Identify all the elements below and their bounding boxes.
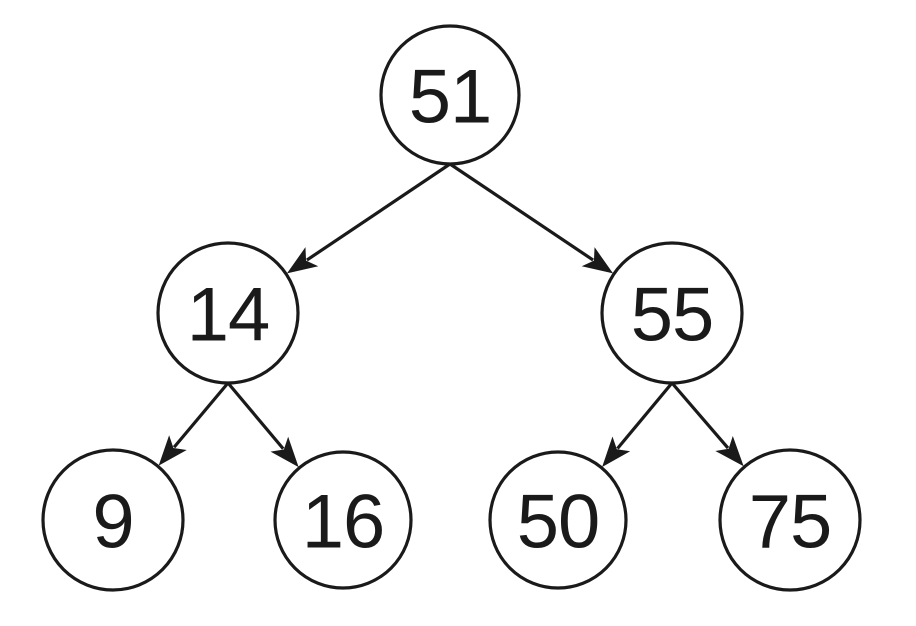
node-circle[interactable]	[156, 241, 300, 385]
tree-edge	[158, 381, 230, 466]
tree-edge	[670, 381, 744, 467]
edge-line	[172, 381, 230, 449]
node-label: 9	[92, 480, 133, 565]
node-label: 50	[517, 480, 600, 565]
edge-line	[226, 381, 285, 450]
edge-arrowhead-icon	[581, 247, 614, 274]
node-circle[interactable]	[718, 448, 862, 592]
node-circle[interactable]	[273, 450, 413, 590]
node-label: 16	[302, 480, 385, 565]
node-circle[interactable]	[41, 448, 185, 592]
tree-node[interactable]: 9	[41, 448, 185, 592]
node-label: 55	[631, 273, 714, 358]
tree-edge	[602, 381, 674, 467]
node-circle[interactable]	[379, 24, 521, 166]
edge-arrowhead-icon	[286, 247, 319, 274]
tree-edge	[226, 381, 299, 468]
node-layer: 51 14 55 9 16 50 75	[41, 24, 862, 592]
edge-arrowhead-icon	[158, 435, 187, 466]
edge-arrowhead-icon	[270, 436, 299, 468]
node-label: 14	[187, 273, 270, 358]
tree-node[interactable]: 50	[488, 450, 628, 590]
edge-arrowhead-icon	[602, 436, 631, 467]
edge-line	[670, 381, 730, 450]
tree-node[interactable]: 55	[600, 241, 744, 385]
tree-node[interactable]: 75	[718, 448, 862, 592]
node-label: 51	[409, 55, 492, 140]
node-label: 75	[749, 480, 832, 565]
edge-line	[305, 162, 451, 262]
edge-layer	[158, 162, 744, 468]
node-circle[interactable]	[488, 450, 628, 590]
tree-node[interactable]: 14	[156, 241, 300, 385]
tree-edge	[449, 162, 614, 274]
node-circle[interactable]	[600, 241, 744, 385]
edge-arrowhead-icon	[715, 435, 744, 467]
edge-line	[616, 381, 674, 450]
tree-edge	[286, 162, 451, 274]
edge-line	[449, 162, 595, 262]
tree-node[interactable]: 51	[379, 24, 521, 166]
tree-node[interactable]: 16	[273, 450, 413, 590]
